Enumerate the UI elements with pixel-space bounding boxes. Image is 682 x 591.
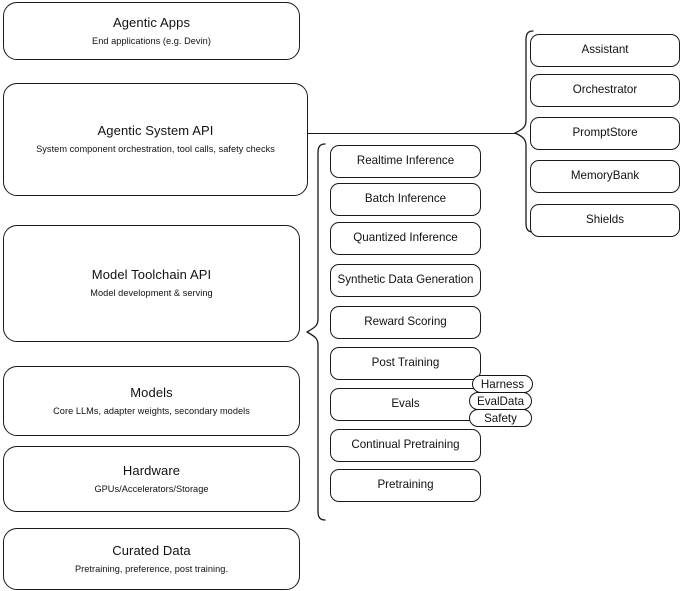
item-label: Pretraining <box>377 478 434 492</box>
item-label: PromptStore <box>572 126 638 140</box>
layer-box-models[interactable]: Models Core LLMs, adapter weights, secon… <box>3 366 300 436</box>
layer-subtitle: Model development & serving <box>90 288 213 299</box>
system-item-promptstore[interactable]: PromptStore <box>530 117 680 150</box>
item-label: Shields <box>585 213 625 227</box>
layer-title: Agentic Apps <box>112 14 191 30</box>
item-label: Realtime Inference <box>356 154 455 168</box>
toolchain-item-synthetic-data-generation[interactable]: Synthetic Data Generation <box>330 264 481 297</box>
item-label: Orchestrator <box>572 83 638 97</box>
item-label: Quantized Inference <box>353 231 458 245</box>
item-label: Continual Pretraining <box>351 438 460 452</box>
item-label: Batch Inference <box>364 192 447 206</box>
pill-label: Safety <box>484 411 517 425</box>
toolchain-item-pretraining[interactable]: Pretraining <box>330 469 481 502</box>
brace-toolchain <box>306 143 326 521</box>
layer-title: Hardware <box>122 462 181 478</box>
evals-pill-safety[interactable]: Safety <box>469 409 532 427</box>
system-item-orchestrator[interactable]: Orchestrator <box>530 74 680 107</box>
item-label: Evals <box>391 397 420 411</box>
pill-label: EvalData <box>476 394 525 408</box>
system-item-shields[interactable]: Shields <box>530 204 680 237</box>
evals-pill-evaldata[interactable]: EvalData <box>469 392 532 410</box>
item-label: Assistant <box>581 43 629 57</box>
layer-title: Curated Data <box>112 542 191 558</box>
toolchain-item-realtime-inference[interactable]: Realtime Inference <box>330 145 481 178</box>
layer-subtitle: GPUs/Accelerators/Storage <box>94 483 209 494</box>
toolchain-item-evals[interactable]: Evals <box>330 388 481 421</box>
pill-label: Harness <box>480 377 525 391</box>
layer-box-agentic-apps[interactable]: Agentic Apps End applications (e.g. Devi… <box>3 2 300 60</box>
toolchain-item-post-training[interactable]: Post Training <box>330 347 481 380</box>
layer-subtitle: End applications (e.g. Devin) <box>92 35 211 46</box>
toolchain-item-continual-pretraining[interactable]: Continual Pretraining <box>330 429 481 462</box>
system-item-assistant[interactable]: Assistant <box>530 34 680 67</box>
item-label: Reward Scoring <box>364 315 447 329</box>
toolchain-item-quantized-inference[interactable]: Quantized Inference <box>330 222 481 255</box>
layer-box-curated-data[interactable]: Curated Data Pretraining, preference, po… <box>3 528 300 590</box>
brace-system-components <box>514 30 534 233</box>
layer-subtitle: Core LLMs, adapter weights, secondary mo… <box>53 405 250 416</box>
system-item-memorybank[interactable]: MemoryBank <box>530 160 680 193</box>
item-label: Synthetic Data Generation <box>337 273 474 287</box>
layer-title: Models <box>130 384 173 400</box>
layer-title: Agentic System API <box>97 123 214 139</box>
evals-pill-harness[interactable]: Harness <box>472 375 533 393</box>
layer-title: Model Toolchain API <box>91 267 212 283</box>
layer-box-hardware[interactable]: Hardware GPUs/Accelerators/Storage <box>3 446 300 512</box>
toolchain-item-reward-scoring[interactable]: Reward Scoring <box>330 306 481 339</box>
layer-box-agentic-system-api[interactable]: Agentic System API System component orch… <box>3 83 308 196</box>
layer-subtitle: Pretraining, preference, post training. <box>74 563 229 574</box>
connector-system-api-to-components <box>308 132 516 134</box>
layer-box-model-toolchain-api[interactable]: Model Toolchain API Model development & … <box>3 225 300 342</box>
toolchain-item-batch-inference[interactable]: Batch Inference <box>330 183 481 216</box>
layer-subtitle: System component orchestration, tool cal… <box>36 144 275 155</box>
item-label: Post Training <box>371 356 440 370</box>
item-label: MemoryBank <box>570 169 640 183</box>
